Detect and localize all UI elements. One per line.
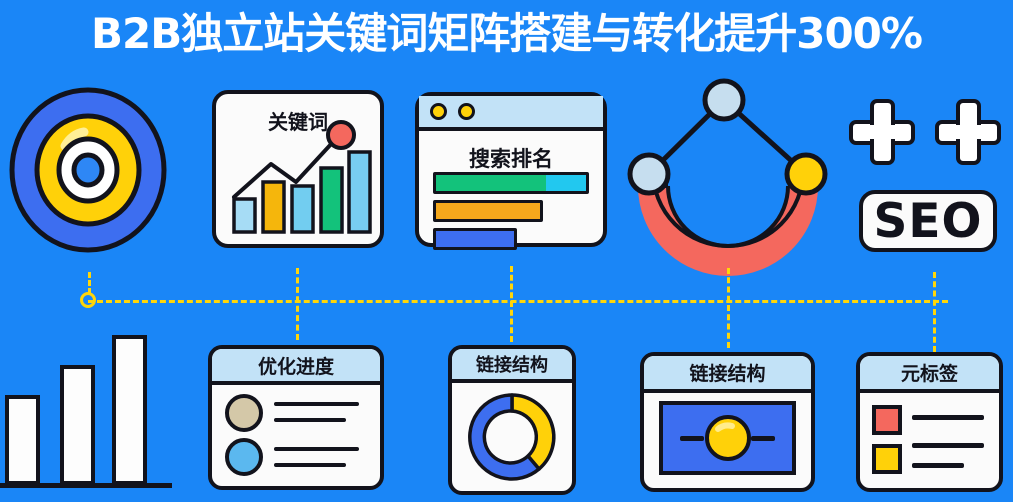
page-title: B2B独立站关键词矩阵搭建与转化提升300%	[90, 9, 923, 58]
card-title-link-structure-donut: 链接结构	[452, 349, 572, 383]
browser-titlebar	[419, 96, 603, 131]
connector-stub-up	[88, 272, 91, 294]
plus-icon-2	[935, 99, 1001, 165]
search-rank-card-title: 搜索排名	[469, 147, 553, 171]
search-rank-card[interactable]: 搜索排名	[415, 92, 607, 250]
rank-bar-1	[433, 172, 589, 194]
card-title-optimization-progress: 优化进度	[212, 349, 380, 385]
seo-badge[interactable]: SEO	[859, 190, 997, 252]
card-body-link-structure-donut	[452, 383, 572, 491]
growth-bar-2	[60, 365, 95, 485]
card-body-link-structure-panel	[644, 393, 811, 488]
window-dot-2	[458, 103, 475, 120]
card-link-structure-donut[interactable]: 链接结构	[448, 345, 576, 495]
rank-bar-2	[433, 200, 543, 222]
connector-main-line	[88, 300, 948, 303]
target-bullseye-icon	[8, 86, 168, 254]
connector-branch-1	[296, 268, 299, 340]
card-body-meta-tags	[860, 393, 999, 488]
connector-node	[80, 292, 96, 308]
card-body-optimization-progress	[212, 385, 380, 486]
keyword-chart-graphic	[232, 120, 372, 234]
connector-branch-3	[727, 268, 730, 348]
keyword-chart-card[interactable]: 关键词	[212, 90, 384, 248]
card-link-structure-panel[interactable]: 链接结构	[640, 352, 815, 492]
growth-bar-1	[5, 395, 40, 485]
growth-bar-3	[112, 335, 147, 485]
link-network-icon	[624, 78, 839, 276]
plus-icon-1	[849, 99, 915, 165]
connector-branch-2	[510, 266, 513, 342]
connector-branch-4	[933, 272, 936, 352]
card-optimization-progress[interactable]: 优化进度	[208, 345, 384, 490]
card-title-link-structure-panel: 链接结构	[644, 356, 811, 393]
card-title-meta-tags: 元标签	[860, 356, 999, 393]
rank-bar-3	[433, 228, 517, 250]
growth-baseline	[0, 483, 172, 488]
keyword-card-title: 关键词	[268, 110, 328, 134]
window-dot-1	[430, 103, 447, 120]
card-meta-tags[interactable]: 元标签	[856, 352, 1003, 492]
growth-bars-icon	[0, 330, 180, 502]
